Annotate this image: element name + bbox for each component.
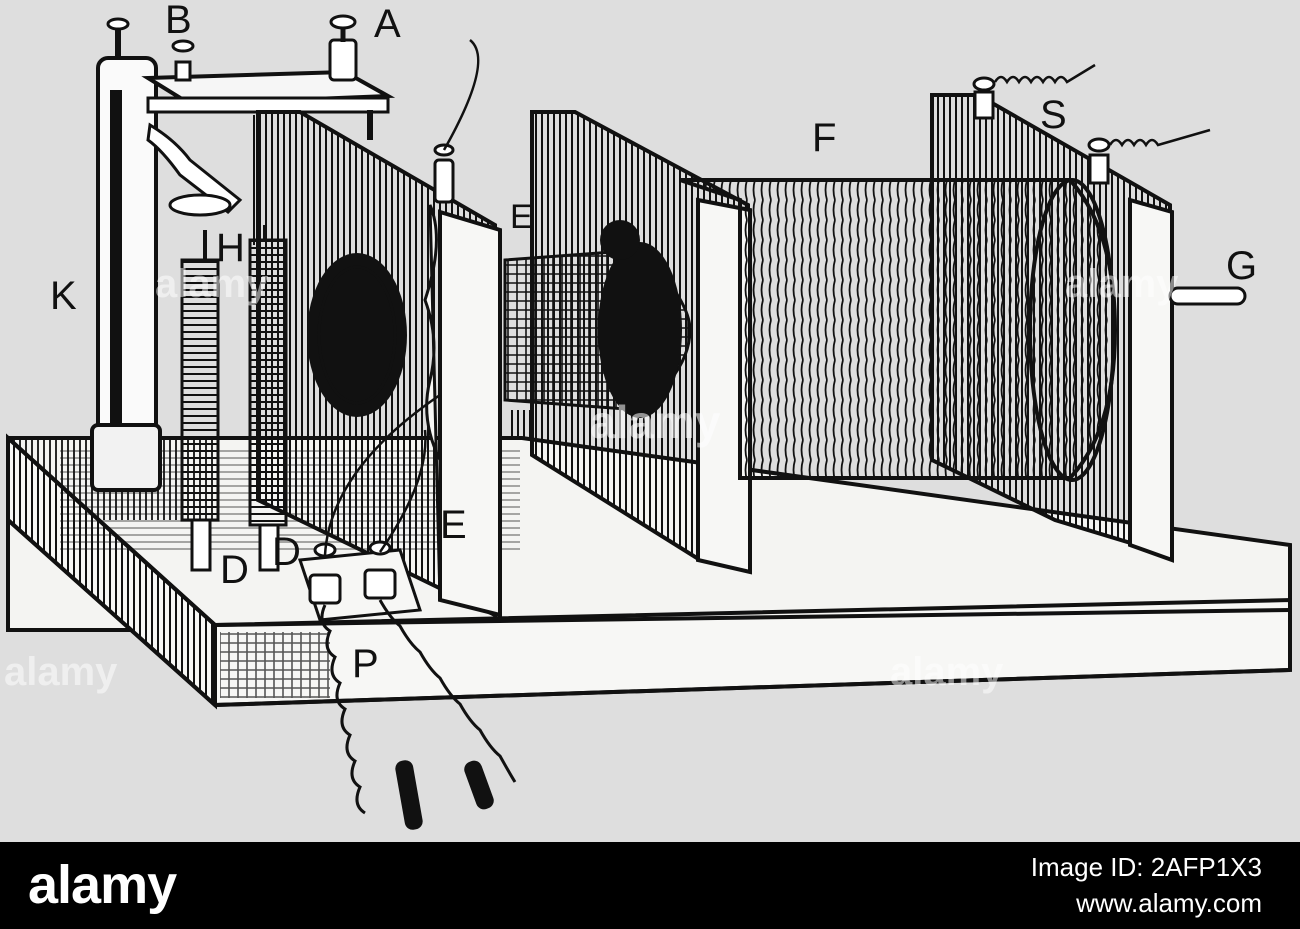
label-k: K — [50, 274, 77, 318]
label-d-left: D — [220, 548, 249, 592]
label-f: F — [812, 116, 837, 160]
label-e-bottom: E — [440, 503, 467, 547]
pillar-k — [90, 17, 162, 492]
watermark-upper-right: alamy — [1065, 262, 1179, 306]
interrupter-bracket — [141, 14, 396, 217]
panel-e — [256, 39, 502, 619]
alamy-logo[interactable]: alamy — [28, 855, 177, 915]
label-p: P — [352, 642, 379, 686]
label-b: B — [165, 0, 192, 42]
primary-terminals-p — [297, 393, 517, 830]
label-s: S — [1040, 93, 1067, 137]
watermark-upper-left: alamy — [155, 262, 269, 306]
watermark-center: alamy — [590, 396, 721, 448]
watermark-right: alamy — [890, 650, 1004, 694]
footer-bar: alamy Image ID: 2AFP1X3 www.alamy.com — [0, 842, 1300, 929]
site-url[interactable]: www.alamy.com — [1076, 888, 1262, 918]
label-g: G — [1226, 244, 1258, 288]
label-d-right: D — [272, 530, 301, 574]
panel-middle — [530, 110, 752, 575]
induction-coil-illustration — [6, 14, 1292, 830]
panel-right — [930, 63, 1211, 563]
label-h: H — [216, 226, 245, 270]
figure-area: B A S F E H G K E D D P alamy alamy alam… — [4, 0, 1292, 830]
label-e-top: E — [510, 198, 533, 236]
image-id: Image ID: 2AFP1X3 — [1030, 852, 1262, 882]
watermark-left: alamy — [4, 650, 118, 694]
rod-g — [1168, 286, 1247, 306]
label-a: A — [374, 2, 401, 46]
